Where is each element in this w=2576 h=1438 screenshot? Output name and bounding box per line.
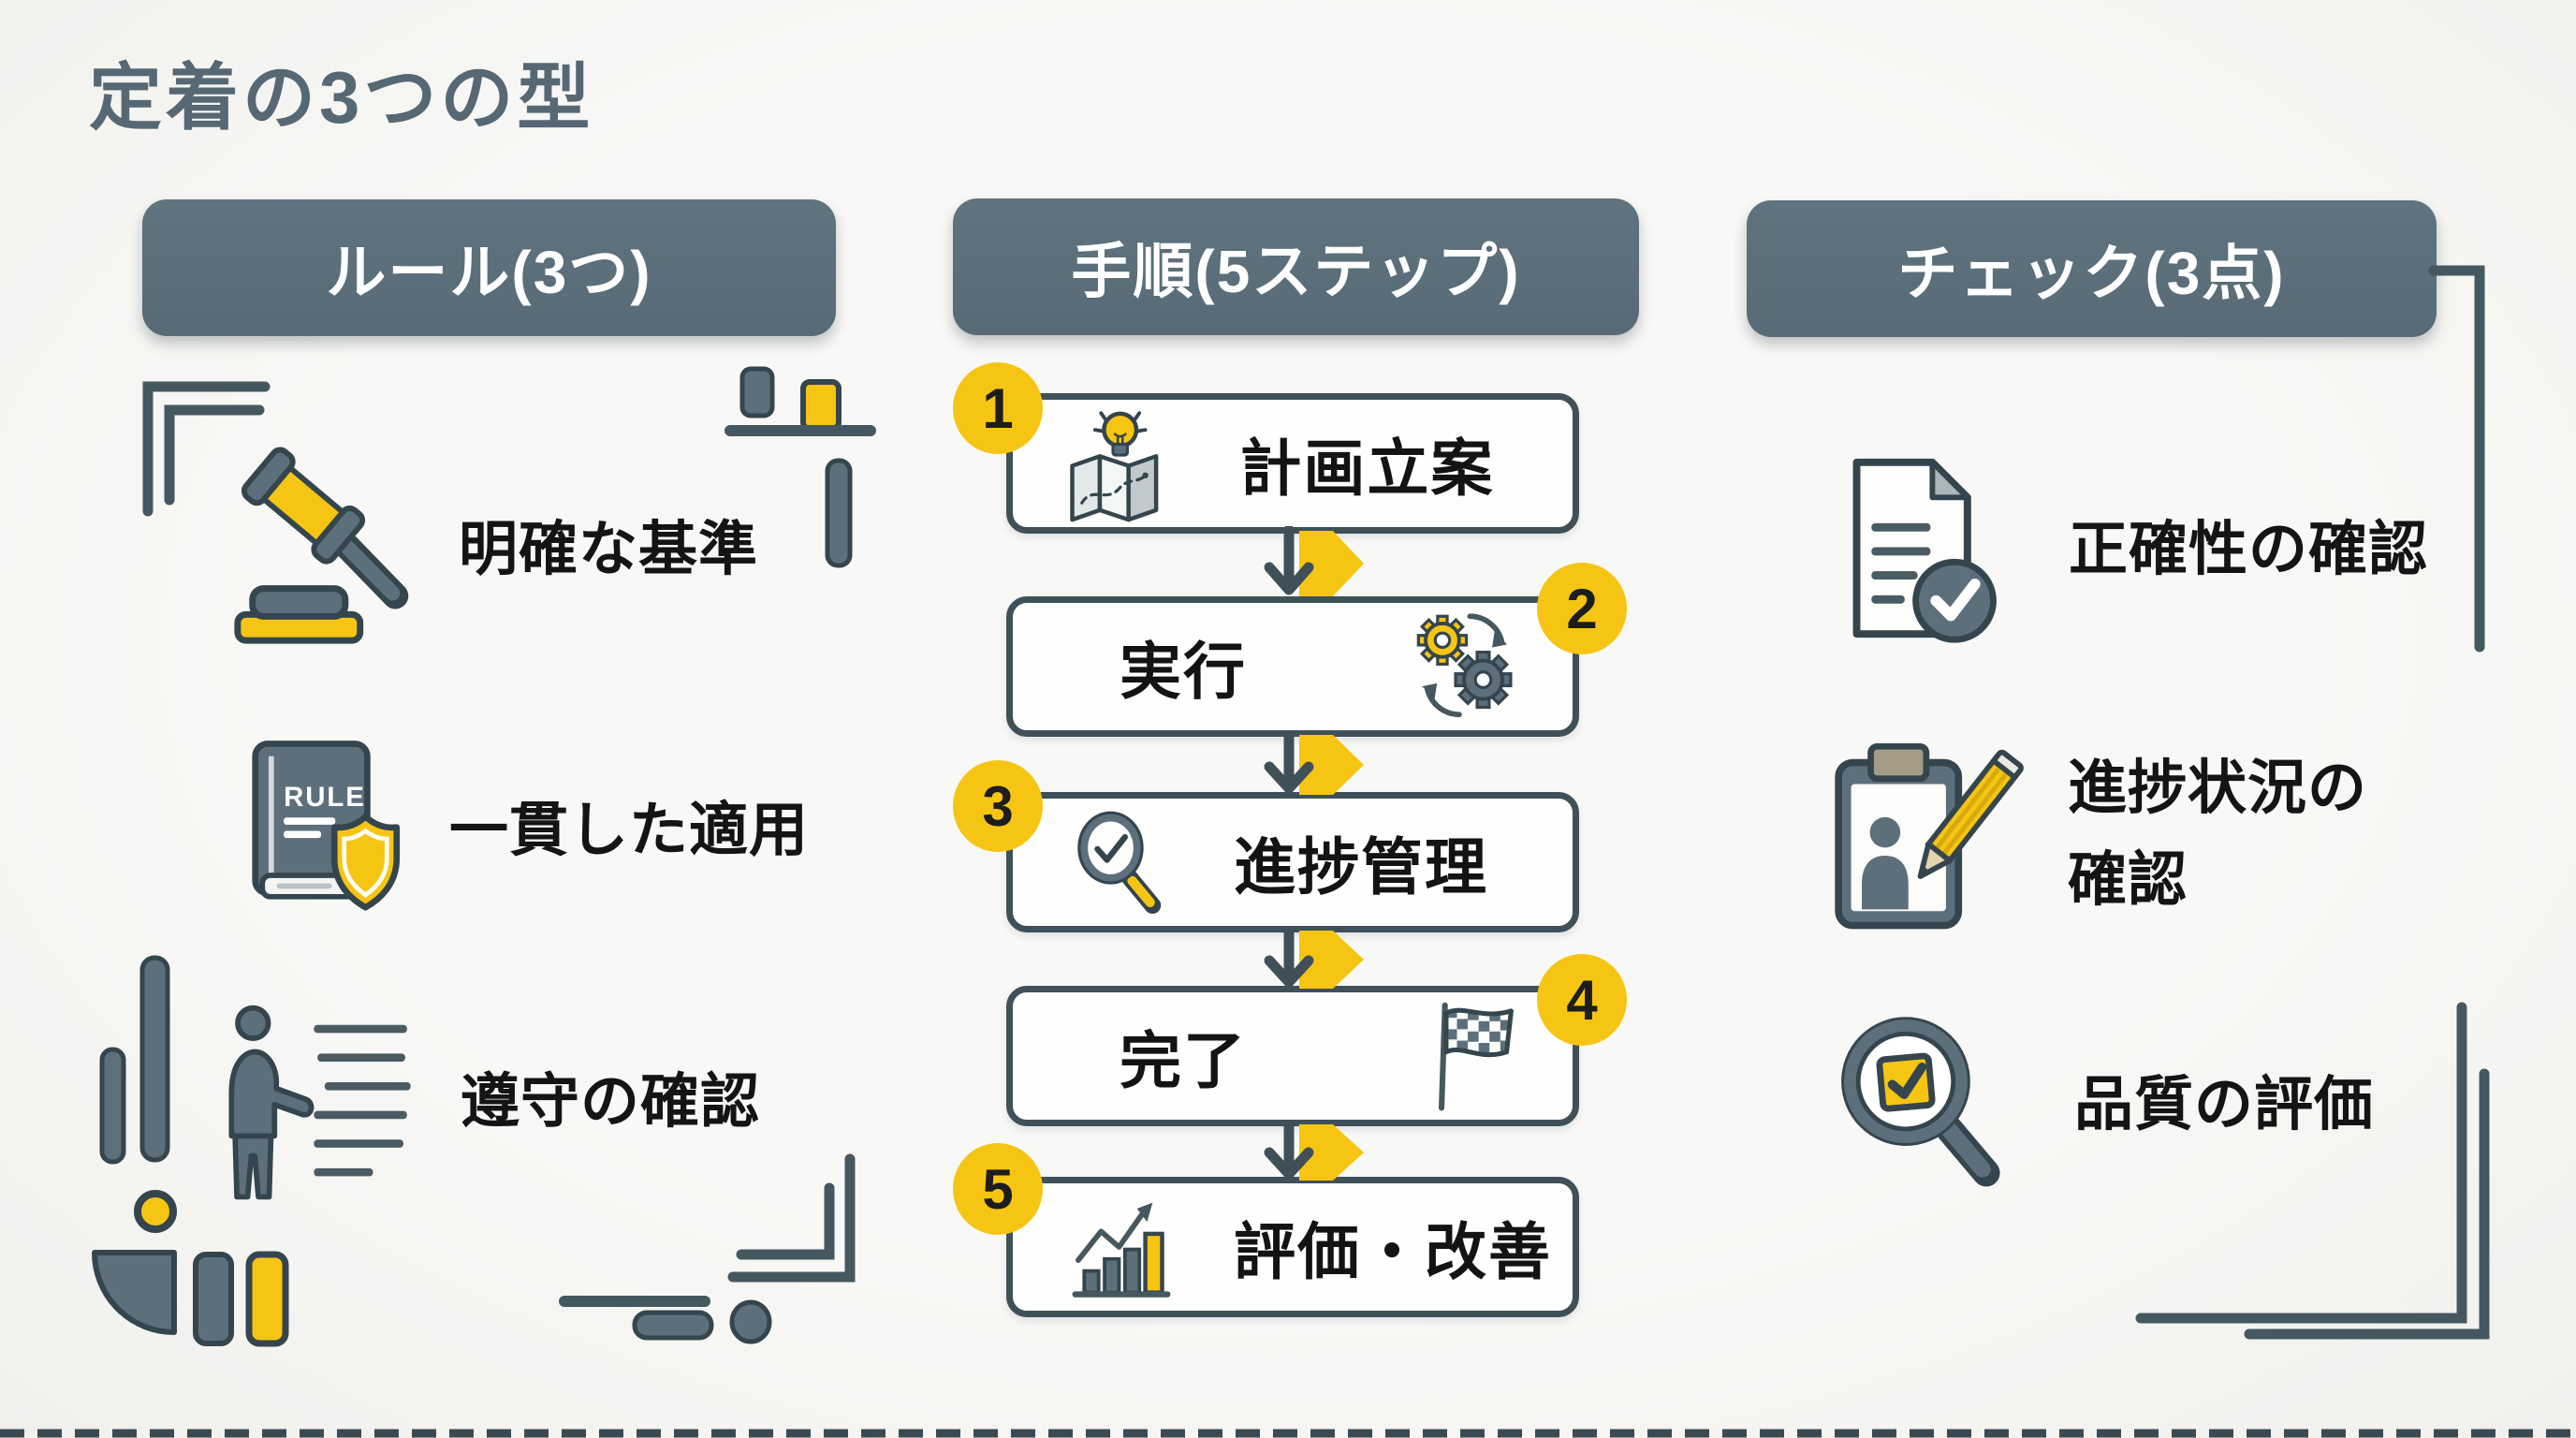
- step-number-badge: 4: [1537, 954, 1627, 1046]
- checks-item-label: 正確性の確認: [2069, 517, 2428, 583]
- rule-book-text: RULE: [284, 781, 366, 812]
- finish-flag-icon: [1439, 1002, 1514, 1111]
- rules-item-consistent-application: RULE 一貫した適用: [232, 726, 809, 936]
- step-box-evaluation-improvement: 評価・改善: [1006, 1177, 1579, 1317]
- step-label: 進捗管理: [1234, 832, 1488, 902]
- checks-item-quality-evaluation: 品質の評価: [1825, 1000, 2374, 1211]
- flow-arrow-down-3: [1264, 927, 1364, 989]
- rules-item-compliance-confirmation: 遵守の確認: [213, 990, 760, 1215]
- step-box-completion: 完了: [1006, 986, 1579, 1126]
- checks-item-label-line1: 進捗状況の: [2068, 756, 2367, 822]
- map-idea-icon: [1070, 411, 1159, 522]
- rules-item-label: 明確な基準: [459, 517, 758, 583]
- page-title: 定着の3つの型: [89, 56, 594, 139]
- magnifier-check-icon: [1077, 811, 1162, 915]
- flow-arrow-down-2: [1264, 731, 1364, 795]
- step-label: 評価・改善: [1234, 1217, 1552, 1286]
- checks-item-progress-status: 進捗状況の確認: [1821, 732, 2367, 938]
- gavel-icon: [234, 447, 409, 644]
- step-number-badge: 2: [1537, 563, 1627, 654]
- step-label: 完了: [1120, 1026, 1247, 1095]
- growth-chart-icon: [1072, 1202, 1171, 1298]
- document-check-icon: [1852, 458, 1997, 643]
- checks-item-accuracy: 正確性の確認: [1825, 448, 2428, 653]
- step-number-badge: 5: [953, 1143, 1043, 1235]
- step-label: 実行: [1120, 637, 1247, 706]
- decor-line-pill-circle: [559, 1296, 772, 1344]
- rules-item-label: 遵守の確認: [461, 1069, 760, 1136]
- checks-item-label: 進捗状況の確認: [2068, 743, 2367, 926]
- step-box-execution: 実行: [1006, 596, 1579, 737]
- person-report-icon: [228, 1005, 411, 1200]
- flow-arrow-down-4: [1264, 1121, 1364, 1181]
- checks-item-label-line2: 確認: [2068, 847, 2188, 913]
- step-box-progress-management: 進捗管理: [1006, 792, 1579, 932]
- flow-arrow-down-1: [1264, 526, 1364, 596]
- step-label: 計画立案: [1239, 433, 1495, 503]
- rules-item-clear-standards: 明確な基準: [223, 438, 758, 663]
- magnifier-checkbox-icon: [1841, 1017, 2000, 1187]
- rules-item-label: 一貫した適用: [449, 797, 809, 863]
- column-header-steps: 手順(5ステップ): [953, 198, 1639, 335]
- column-header-rules: ルール(3つ): [142, 199, 836, 336]
- step-box-planning: 計画立案: [1006, 393, 1579, 534]
- step-number-badge: 3: [953, 760, 1043, 852]
- clipboard-pencil-icon: [1835, 742, 2024, 930]
- step-number-badge: 1: [953, 362, 1043, 454]
- decor-corner-bracket-top-right: [2428, 265, 2485, 653]
- gears-icon: [1416, 613, 1513, 718]
- column-header-checks: チェック(3点): [1747, 200, 2437, 337]
- rule-book-shield-icon: RULE: [252, 740, 401, 911]
- checks-item-label: 品質の評価: [2074, 1071, 2374, 1137]
